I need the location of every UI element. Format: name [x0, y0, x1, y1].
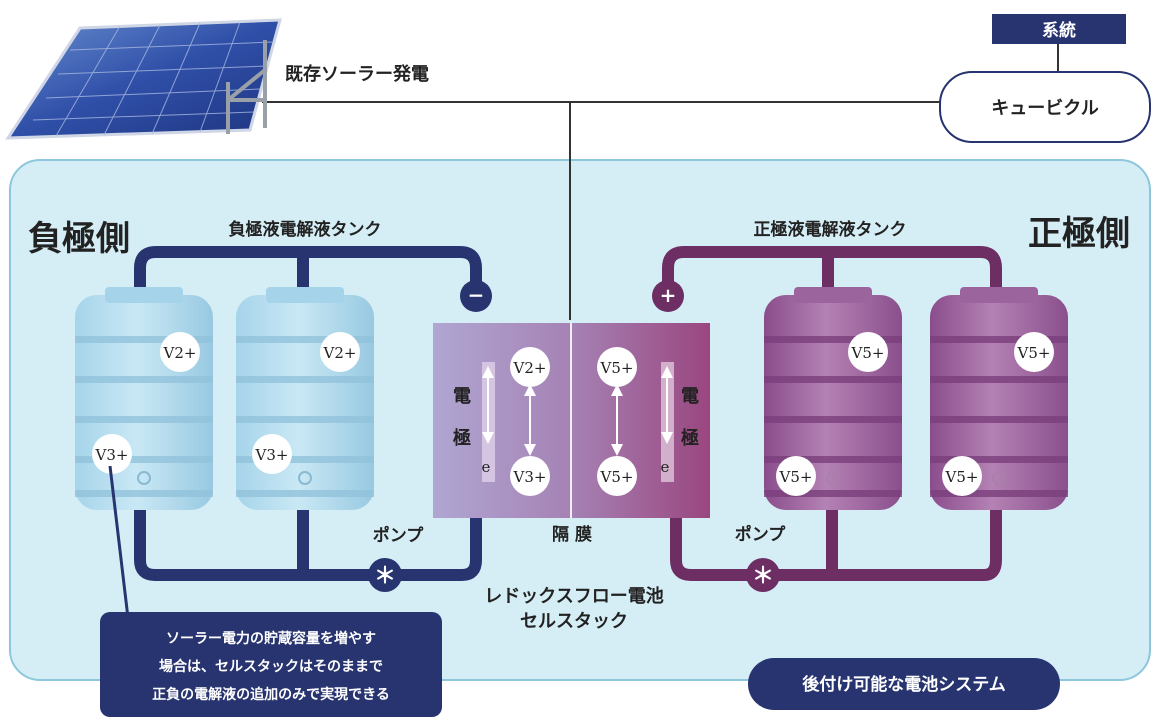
svg-text:V5+: V5+ — [851, 344, 885, 362]
note-line-3: 正負の電解液の追加のみで実現できる — [152, 686, 390, 703]
solar-label: 既存ソーラー発電 — [285, 63, 429, 85]
cell-arrow-pos — [611, 384, 623, 456]
pump-label-negative: ポンプ — [373, 525, 424, 546]
ion-badge: V5+ — [1014, 332, 1054, 372]
electron-label-left: e — [482, 458, 491, 476]
negative-tank-2 — [236, 287, 374, 510]
system-badge-label: 後付け可能な電池システム — [802, 674, 1006, 695]
ion-badge: V3+ — [510, 456, 550, 496]
svg-text:V2+: V2+ — [323, 344, 357, 362]
ion-badge: V2+ — [510, 347, 550, 387]
negative-pipes — [134, 246, 482, 581]
negative-tank-1 — [75, 287, 213, 510]
pump-icon-negative: ＊ — [368, 558, 402, 592]
ion-badge: V2+ — [320, 332, 360, 372]
ion-badge: V5+ — [597, 347, 637, 387]
note-callout — [100, 612, 442, 717]
positive-pipes — [662, 246, 1002, 581]
electron-strip-right — [661, 362, 674, 482]
svg-text:＊: ＊ — [752, 563, 774, 589]
cellstack-title-line1: レドックスフロー電池 — [484, 585, 663, 607]
membrane-label: 隔 膜 — [552, 524, 592, 545]
electrode-label-right-2: 極 — [681, 427, 699, 449]
svg-text:V5+: V5+ — [1017, 344, 1051, 362]
note-line-2: 場合は、セルスタックはそのままで — [159, 658, 383, 675]
cubicle-label: キュービクル — [991, 98, 1098, 119]
svg-text:−: − — [468, 283, 485, 307]
negative-terminal-icon: − — [460, 280, 492, 312]
note-line-1: ソーラー電力の貯蔵容量を増やす — [166, 630, 376, 647]
svg-text:V2+: V2+ — [163, 344, 197, 362]
grid-label: 系統 — [1042, 20, 1076, 41]
grid-box — [992, 14, 1126, 44]
negative-side-label: 負極側 — [28, 219, 130, 259]
power-wiring — [262, 44, 1059, 320]
svg-text:V3+: V3+ — [513, 468, 547, 486]
svg-text:+: + — [660, 283, 677, 307]
ion-badge: V3+ — [252, 434, 292, 474]
electrode-label-left-2: 極 — [453, 427, 471, 449]
electron-label-right: e — [661, 458, 670, 476]
cell-arrow-neg — [524, 384, 536, 456]
positive-tank-label: 正極液電解液タンク — [754, 219, 907, 240]
svg-text:V5+: V5+ — [779, 468, 813, 486]
note-leader-line — [108, 465, 130, 619]
svg-text:V5+: V5+ — [945, 468, 979, 486]
pump-icon-positive: ＊ — [746, 558, 780, 592]
ion-badge: V3+ — [92, 434, 132, 474]
svg-text:V2+: V2+ — [513, 359, 547, 377]
svg-text:V5+: V5+ — [600, 468, 634, 486]
positive-terminal-icon: + — [652, 280, 684, 312]
cubicle-box — [939, 71, 1151, 143]
cellstack-title-line2: セルスタック — [520, 611, 628, 632]
positive-side-label: 正極側 — [1028, 214, 1130, 254]
ion-badge: V2+ — [160, 332, 200, 372]
ion-badge: V5+ — [848, 332, 888, 372]
electrode-label-right-1: 電 — [681, 386, 699, 407]
svg-text:＊: ＊ — [374, 563, 396, 589]
ion-badge: V5+ — [597, 456, 637, 496]
electrode-label-left-1: 電 — [453, 386, 471, 407]
svg-text:V5+: V5+ — [600, 359, 634, 377]
ion-badge: V5+ — [776, 456, 816, 496]
svg-text:V3+: V3+ — [255, 446, 289, 464]
system-badge — [748, 658, 1060, 710]
negative-tank-label: 負極液電解液タンク — [229, 219, 382, 240]
solar-panel-icon — [5, 18, 282, 140]
electron-strip-left — [482, 362, 495, 482]
pump-label-positive: ポンプ — [735, 524, 786, 545]
ion-badge: V5+ — [942, 456, 982, 496]
svg-text:V3+: V3+ — [95, 446, 129, 464]
